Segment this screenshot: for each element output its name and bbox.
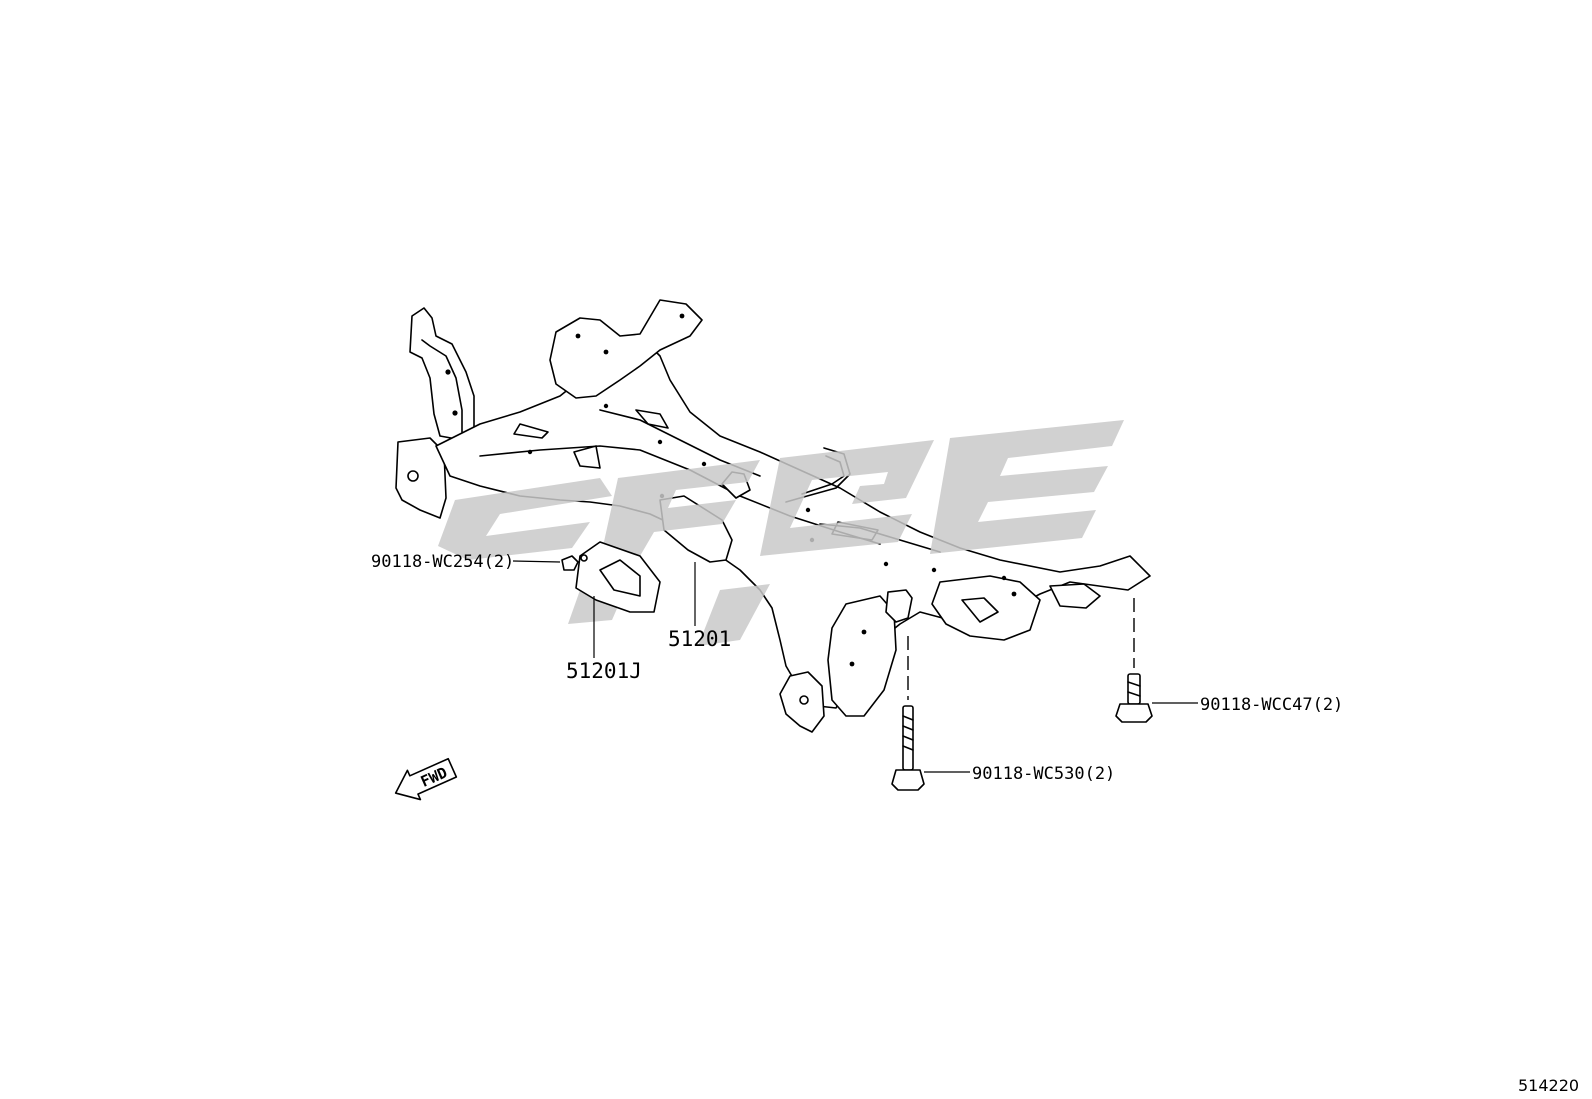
leader-lines	[512, 560, 1198, 773]
part-label-51201[interactable]: 51201	[668, 627, 731, 651]
underbody-bracket-51201j[interactable]	[575, 541, 661, 613]
forward-direction-arrow: FWD	[394, 757, 458, 801]
part-label-90118-wc254[interactable]: 90118-WC254(2)	[371, 552, 514, 572]
part-label-51201j[interactable]: 51201J	[566, 659, 642, 683]
watermark-logo	[438, 420, 1124, 646]
short-bolt[interactable]	[1115, 673, 1153, 723]
diagram-id: 514220	[1518, 1076, 1579, 1095]
part-label-90118-wc530[interactable]: 90118-WC530(2)	[972, 764, 1115, 784]
part-label-90118-wcc47[interactable]: 90118-WCC47(2)	[1200, 695, 1343, 715]
clip-fastener[interactable]	[561, 554, 588, 571]
long-bolt[interactable]	[891, 705, 925, 791]
